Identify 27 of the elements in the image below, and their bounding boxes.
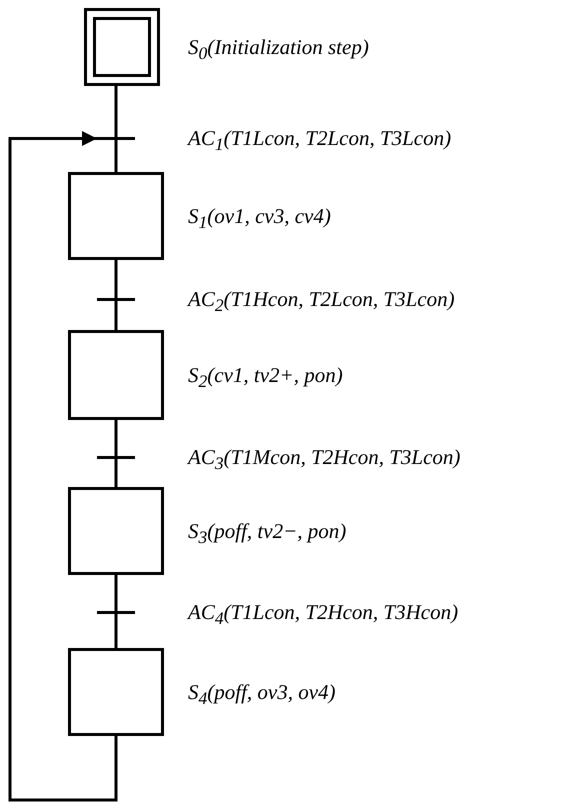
connector-line xyxy=(114,459,118,487)
transition-condition: AC$_{3}$(T1Mcon, T2Hcon, T3Lcon) xyxy=(188,444,460,476)
initial-step-box xyxy=(84,8,160,86)
step-label: S$_{1}$(ov1, cv3, cv4) xyxy=(188,203,331,234)
transition-condition: AC$_{4}$(T1Lcon, T2Hcon, T3Hcon) xyxy=(188,599,458,630)
connector-line xyxy=(114,260,118,298)
connector-line xyxy=(114,420,118,456)
transition-condition: AC$_{1}$(T1Lcon, T2Lcon, T3Lcon) xyxy=(188,125,452,156)
return-arrow xyxy=(8,131,118,802)
step-box xyxy=(68,487,164,575)
step-label: S$_{3}$(poff, tv2−, pon) xyxy=(188,518,346,550)
transition-bar xyxy=(97,298,135,301)
connector-line xyxy=(114,301,118,330)
step-label: S$_{2}$(cv1, tv2+, pon) xyxy=(188,362,343,394)
connector-line xyxy=(114,614,118,648)
step-label: S$_{0}$(Initialization step) xyxy=(188,34,369,66)
step-label: S$_{4}$(poff, ov3, ov4) xyxy=(188,679,336,710)
step-box xyxy=(68,172,164,260)
transition-condition: AC$_{2}$(T1Hcon, T2Lcon, T3Lcon) xyxy=(188,286,455,318)
connector-line xyxy=(114,86,118,137)
transition-bar xyxy=(97,137,135,140)
step-box xyxy=(68,648,164,736)
step-box xyxy=(68,330,164,420)
connector-line xyxy=(114,140,118,172)
transition-bar xyxy=(97,456,135,459)
transition-bar xyxy=(97,611,135,614)
connector-line xyxy=(114,575,118,611)
